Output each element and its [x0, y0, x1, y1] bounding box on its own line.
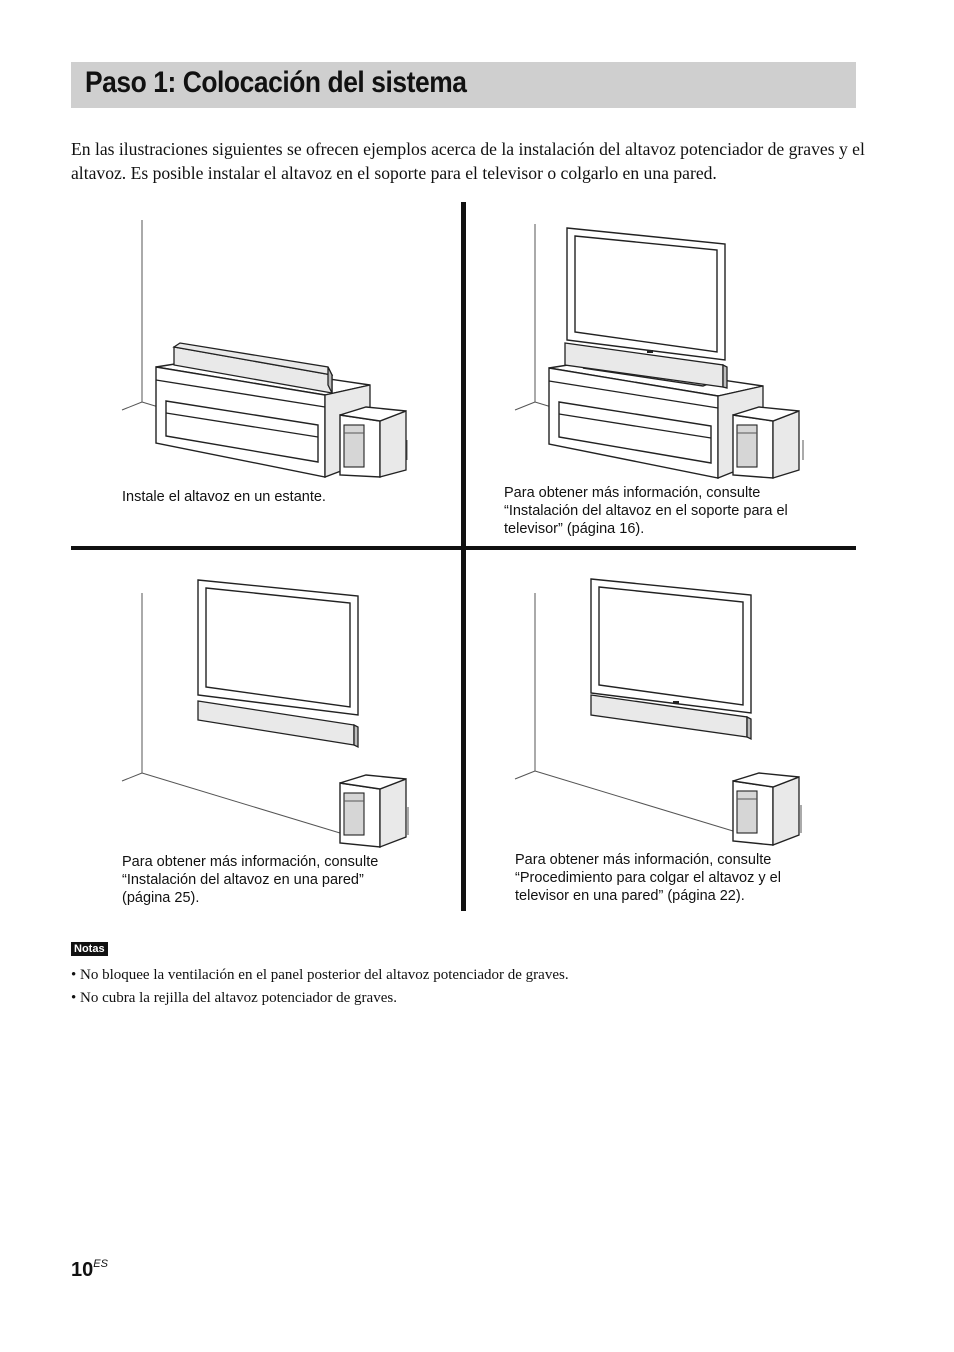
wall-tv-speaker-illustration [514, 578, 802, 846]
notes-list: • No bloquee la ventilación en el panel … [71, 964, 569, 1010]
wall-installation-illustration [121, 579, 409, 848]
page-number-value: 10 [71, 1259, 94, 1281]
page-title: Paso 1: Colocación del sistema [85, 66, 467, 99]
grid-divider-horizontal [71, 546, 856, 550]
title-bar: Paso 1: Colocación del sistema [71, 62, 856, 108]
caption-tv-stand: Para obtener más información, consulte “… [504, 485, 788, 537]
page-number: 10ES [71, 1258, 108, 1282]
tv-stand-installation-illustration [514, 224, 804, 479]
caption-wall-tv-speaker: Para obtener más información, consulte “… [515, 852, 781, 904]
intro-paragraph: En las ilustraciones siguientes se ofrec… [71, 139, 865, 183]
page-lang-code: ES [93, 1258, 108, 1270]
caption-wall: Para obtener más información, consulte “… [122, 854, 379, 906]
shelf-installation-illustration [121, 220, 408, 478]
note-item: • No cubra la rejilla del altavoz potenc… [71, 990, 397, 1006]
caption-shelf: Instale el altavoz en un estante. [122, 489, 326, 505]
notes-label: Notas [71, 942, 108, 956]
grid-divider-vertical-top [461, 202, 466, 546]
grid-divider-vertical-bottom [461, 550, 466, 911]
note-item: • No bloquee la ventilación en el panel … [71, 967, 569, 983]
